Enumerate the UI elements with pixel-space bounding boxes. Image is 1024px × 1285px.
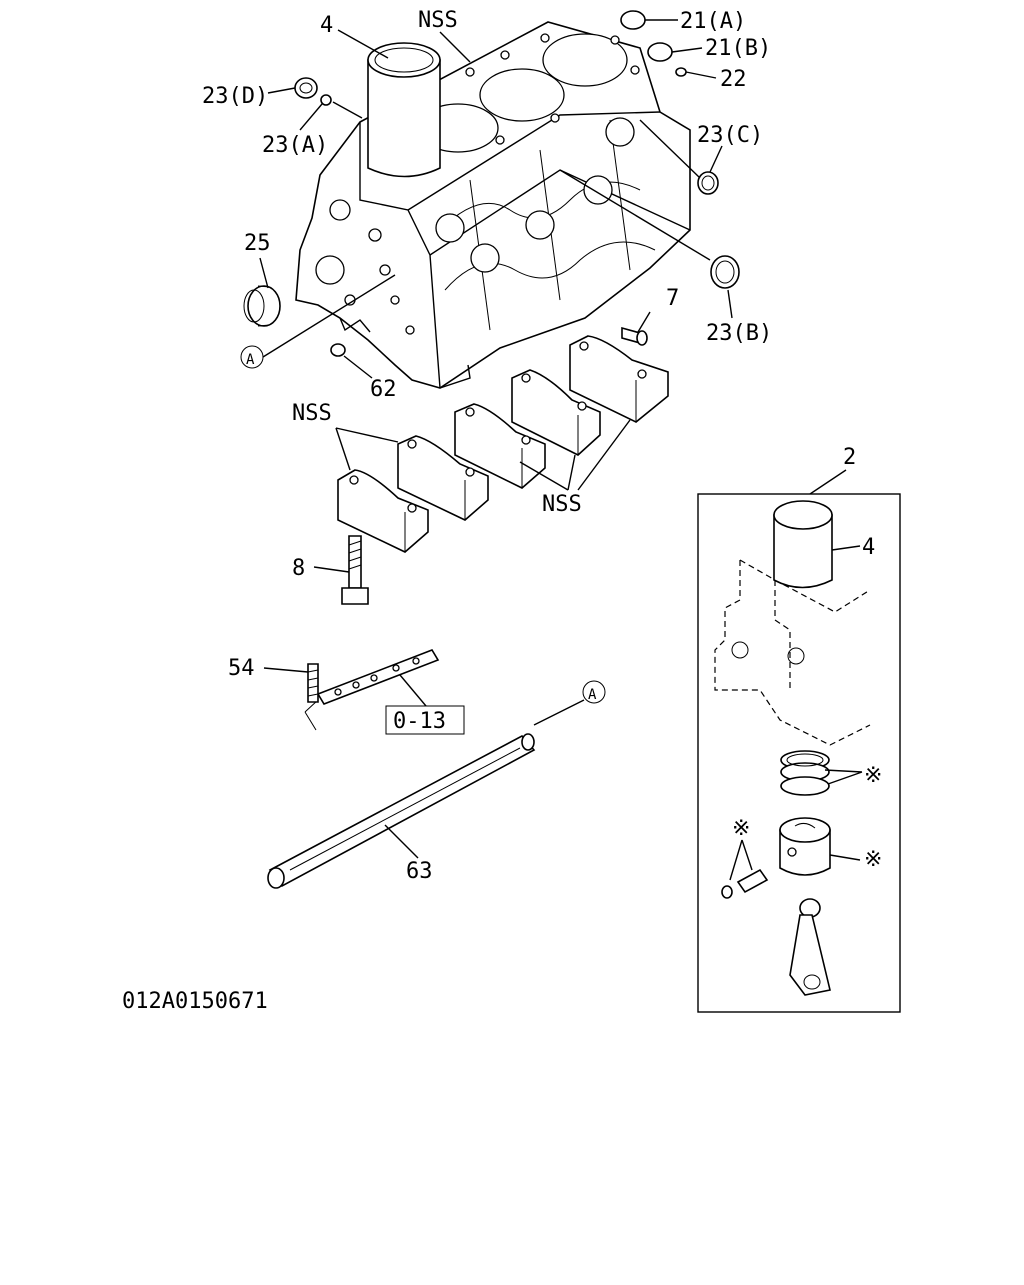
bearing-cap-3 <box>454 403 546 489</box>
callout-21a: 21(A) <box>680 9 746 34</box>
callout-nss-top: NSS <box>418 8 458 33</box>
bearing-caps <box>335 335 669 553</box>
inset-kit-box <box>697 469 901 1013</box>
callout-62: 62 <box>370 377 397 402</box>
callout-23c: 23(C) <box>697 123 763 148</box>
callout-nss-left: NSS <box>292 401 332 426</box>
bearing-cap-5 <box>569 335 669 423</box>
leader-lines <box>259 19 733 379</box>
star-rings: ※ <box>864 763 882 788</box>
callout-4-inset: 4 <box>862 535 875 560</box>
stud-bolt <box>263 663 319 703</box>
star-piston: ※ <box>864 847 882 872</box>
callout-25: 25 <box>244 231 271 256</box>
expansion-plugs <box>294 10 740 289</box>
callout-54: 54 <box>228 656 255 681</box>
dowel-62 <box>330 343 346 357</box>
ref-a-circle-2 <box>582 680 606 704</box>
bolt-7 <box>621 326 648 346</box>
oil-seal <box>243 285 281 327</box>
main-cap-bolt <box>313 535 369 605</box>
diagram-id: 012A0150671 <box>122 989 268 1014</box>
gasket-strip <box>304 649 440 731</box>
callout-23b: 23(B) <box>706 321 772 346</box>
bearing-cap-1 <box>337 469 429 553</box>
callout-7: 7 <box>666 286 679 311</box>
ref-box-label: 0-13 <box>393 709 446 734</box>
callout-21b: 21(B) <box>705 36 771 61</box>
ref-a-label-1: A <box>246 352 255 368</box>
cylinder-liner <box>367 42 441 178</box>
bearing-cap-2 <box>397 435 489 521</box>
callout-63: 63 <box>406 859 433 884</box>
callout-2: 2 <box>843 445 856 470</box>
callout-8: 8 <box>292 556 305 581</box>
star-pin: ※ <box>732 816 750 841</box>
callout-23d: 23(D) <box>202 84 268 109</box>
callout-nss-right: NSS <box>542 492 582 517</box>
ref-a-label-2: A <box>588 687 597 703</box>
ref-a-circle-1 <box>240 345 264 369</box>
callout-4-top: 4 <box>320 13 333 38</box>
oil-pipe <box>267 699 585 889</box>
callout-22: 22 <box>720 67 747 92</box>
callout-23a: 23(A) <box>262 133 328 158</box>
bearing-cap-4 <box>511 369 601 456</box>
ref-box-0-13 <box>385 705 465 735</box>
